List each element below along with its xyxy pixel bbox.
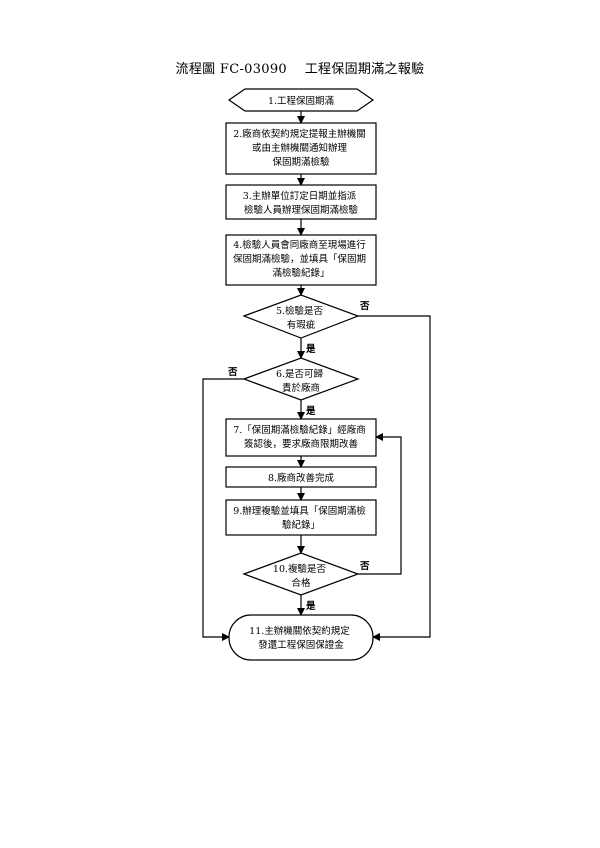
node-text-n1: 1.工程保固期滿 <box>268 95 335 107</box>
node-text-n10: 10.複驗是否 合格 <box>273 563 329 589</box>
start-hexagon-n1 <box>227 88 375 112</box>
node-text-n3: 3.主辦單位訂定日期並指派 檢驗人員辦理保固期滿檢驗 <box>243 190 360 216</box>
branch-label-n6-yes: 是 <box>305 405 316 417</box>
page-title: 流程圖 FC-03090 工程保固期滿之報驗 <box>175 62 425 77</box>
node-text-n5: 5.檢驗是否 有瑕疵 <box>276 305 326 331</box>
node-text-n7: 7.「保固期滿檢驗紀錄」經廠商 簽認後，要求廠商限期改善 <box>233 424 369 450</box>
branch-label-n10-yes: 是 <box>305 600 316 612</box>
branch-label-n10-no: 否 <box>359 561 370 572</box>
node-text-n8: 8.廠商改善完成 <box>268 472 335 484</box>
node-text-n6: 6.是否可歸 責於廠商 <box>276 368 326 394</box>
decision-diamond-n6 <box>242 357 360 401</box>
branch-label-n6-no: 否 <box>227 367 238 378</box>
end-terminal-n11 <box>228 614 374 661</box>
node-text-n11: 11.主辦機關依契約規定 發還工程保固保證金 <box>249 625 353 651</box>
branch-label-n5-yes: 是 <box>305 343 316 355</box>
node-text-n4: 4.檢驗人員會同廠商至現場進行 保固期滿檢驗，並填具「保固期 滿檢驗紀錄」 <box>233 239 369 279</box>
arrow-n5-n11-no <box>358 315 431 641</box>
process-box-n2 <box>225 122 377 175</box>
node-text-n2: 2.廠商依契約規定提報主辦機關 或由主辦機關通知辦理 保固期滿檢驗 <box>233 128 369 168</box>
process-box-n4 <box>225 234 377 286</box>
arrow-n10-n7-no <box>358 433 402 575</box>
branch-label-n5-no: 否 <box>359 301 370 312</box>
node-text-n9: 9.辦理複驗並填具「保固期滿檢 驗紀錄」 <box>233 505 369 531</box>
arrow-n6-n11-no <box>202 378 244 641</box>
